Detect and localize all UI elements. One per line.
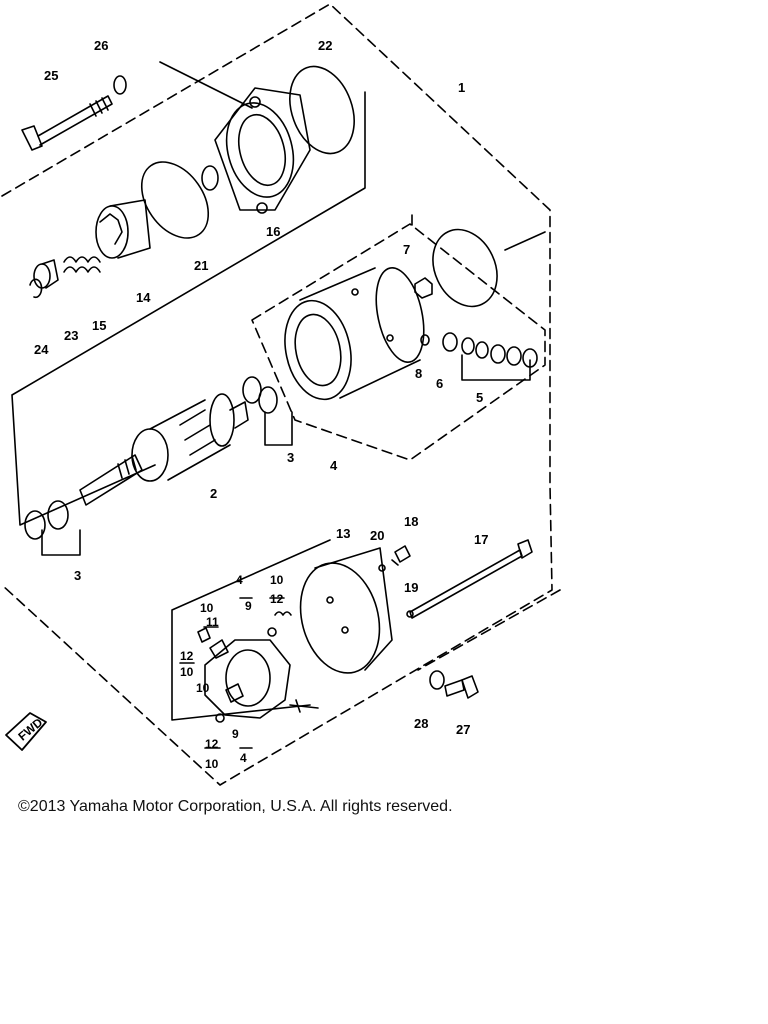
leader-line-5 bbox=[461, 354, 531, 381]
bolt-part-25 bbox=[21, 95, 113, 151]
part-label-17: 17 bbox=[474, 532, 488, 547]
circlip-part-24 bbox=[29, 278, 43, 299]
part-label-9: 9 bbox=[245, 599, 252, 613]
part-label-15: 15 bbox=[92, 318, 106, 333]
gasket-part-22 bbox=[289, 65, 355, 155]
bolt-part-27 bbox=[444, 675, 479, 699]
part-label-7: 7 bbox=[403, 242, 410, 257]
housing-group-outline bbox=[251, 223, 546, 461]
part-label-19: 19 bbox=[404, 580, 418, 595]
front-cover-part-16 bbox=[214, 87, 311, 214]
part-label-3: 3 bbox=[287, 450, 294, 465]
spring-brush-right bbox=[274, 611, 292, 616]
washer-part-26 bbox=[113, 75, 127, 95]
washer-part-28 bbox=[429, 670, 445, 690]
part-label-12: 12 bbox=[270, 592, 284, 606]
lower-dashed bbox=[417, 589, 561, 671]
leader-line-1 bbox=[159, 61, 546, 251]
washer-part-3d bbox=[258, 386, 278, 414]
fwd-arrow-icon bbox=[5, 712, 47, 751]
washer-set-part-5 bbox=[461, 337, 538, 368]
part-label-4: 4 bbox=[240, 751, 247, 765]
part-label-21: 21 bbox=[194, 258, 208, 273]
pinion-part-14 bbox=[95, 199, 151, 259]
part-label-5: 5 bbox=[476, 390, 483, 405]
part-label-10: 10 bbox=[205, 757, 219, 771]
brush-left bbox=[197, 627, 211, 643]
washer-part-3c bbox=[242, 376, 262, 404]
washer-part-3a bbox=[24, 510, 46, 540]
armature-group-outline bbox=[11, 91, 366, 526]
part-label-1: 1 bbox=[458, 80, 465, 95]
part-label-12: 12 bbox=[180, 649, 194, 663]
washer-part-19 bbox=[406, 610, 414, 618]
part-label-25: 25 bbox=[44, 68, 58, 83]
o-ring-part-21 bbox=[140, 161, 210, 239]
assembly-boundary-outline bbox=[1, 3, 553, 786]
part-label-26: 26 bbox=[94, 38, 108, 53]
leader-line-3b bbox=[264, 411, 293, 446]
part-label-27: 27 bbox=[456, 722, 470, 737]
screw-part-18 bbox=[391, 545, 411, 566]
part-label-10: 10 bbox=[180, 665, 194, 679]
part-label-9: 9 bbox=[232, 727, 239, 741]
copyright-notice: ©2013 Yamaha Motor Corporation, U.S.A. A… bbox=[18, 798, 453, 815]
washer-part-20 bbox=[378, 564, 386, 572]
part-label-3: 3 bbox=[74, 568, 81, 583]
part-label-6: 6 bbox=[436, 376, 443, 391]
bracket-marks bbox=[179, 597, 285, 749]
through-bolt-part-17 bbox=[409, 539, 533, 619]
part-label-4: 4 bbox=[236, 573, 243, 587]
nut-part-7 bbox=[414, 277, 433, 299]
part-label-24: 24 bbox=[34, 342, 49, 357]
part-label-10: 10 bbox=[270, 573, 284, 587]
part-labels: 1 2 3 3 4 4 4 5 6 7 8 9 9 10 10 10 10 10… bbox=[15, 38, 488, 771]
yoke-part-4 bbox=[284, 267, 425, 401]
endcover-group-outline bbox=[171, 539, 331, 721]
part-label-18: 18 bbox=[404, 514, 418, 529]
rear-cover-part-13 bbox=[299, 547, 393, 674]
gasket-ring-right bbox=[432, 228, 498, 308]
part-label-8: 8 bbox=[415, 366, 422, 381]
part-label-10: 10 bbox=[200, 601, 214, 615]
part-label-13: 13 bbox=[336, 526, 350, 541]
part-label-23: 23 bbox=[64, 328, 78, 343]
washer-small bbox=[201, 165, 219, 191]
part-label-10: 10 bbox=[196, 681, 210, 695]
brush-plate-assembly bbox=[204, 627, 319, 723]
starter-motor-exploded-diagram: 1 2 3 3 4 4 4 5 6 7 8 9 9 10 10 10 10 10… bbox=[1, 3, 561, 786]
nut-part-6 bbox=[442, 332, 458, 352]
part-label-2: 2 bbox=[210, 486, 217, 501]
part-label-20: 20 bbox=[370, 528, 384, 543]
part-label-16: 16 bbox=[266, 224, 280, 239]
part-label-11: 11 bbox=[206, 615, 219, 629]
collar-part-23 bbox=[33, 259, 59, 289]
leader-line-3 bbox=[41, 529, 81, 556]
part-label-28: 28 bbox=[414, 716, 428, 731]
part-label-4: 4 bbox=[330, 458, 338, 473]
part-label-22: 22 bbox=[318, 38, 332, 53]
armature-part-2 bbox=[79, 393, 249, 506]
spring-part-15 bbox=[63, 256, 101, 273]
part-label-12: 12 bbox=[205, 737, 219, 751]
washer-part-3b bbox=[47, 500, 69, 530]
washer-part-8 bbox=[420, 334, 430, 346]
part-label-14: 14 bbox=[136, 290, 151, 305]
